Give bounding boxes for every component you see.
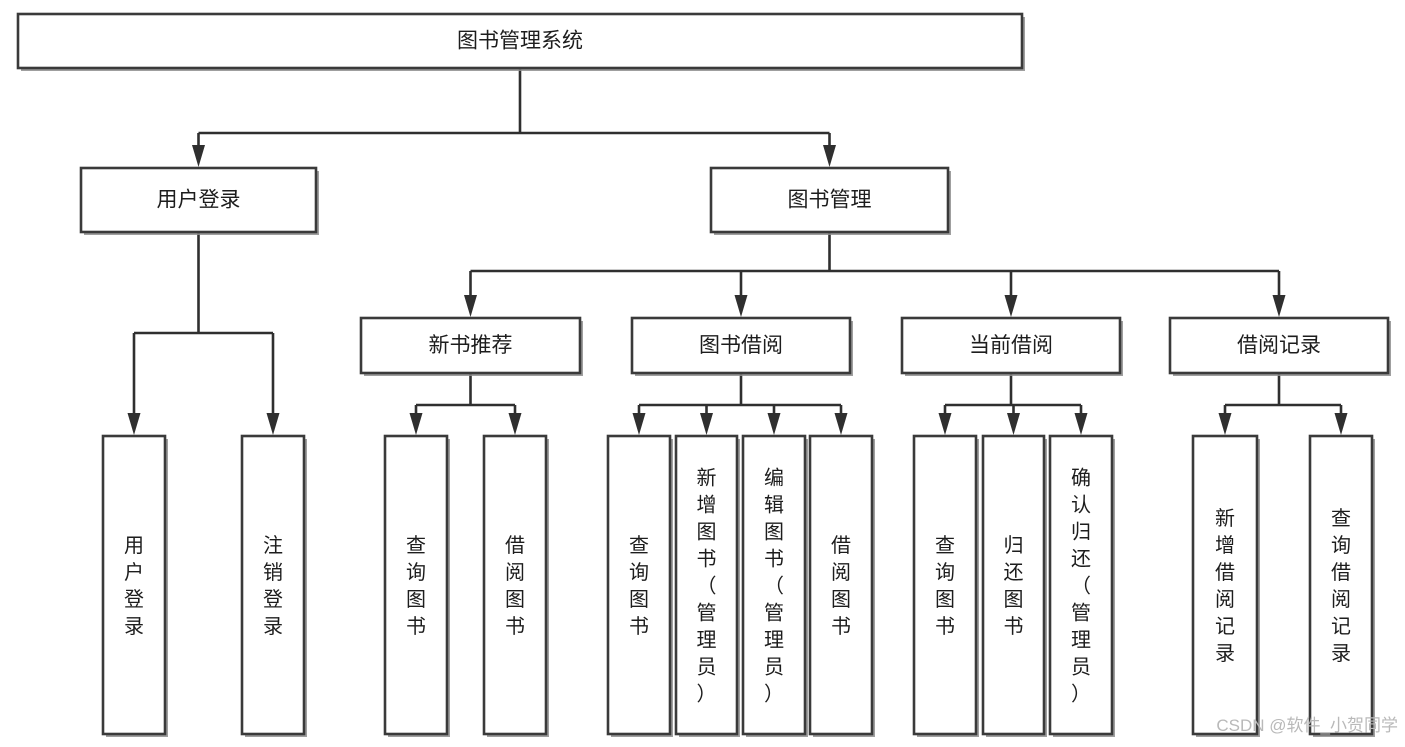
connector-group-book_manage [464,232,1286,317]
node-label-bb_add: 新增图书（管理员） [697,467,717,706]
node-label-br_add: 新增借阅记录 [1215,507,1235,665]
node-cb_query[interactable]: 查询图书 [912,434,979,737]
node-cb_return[interactable]: 归还图书 [981,434,1047,737]
connector-group-root [192,68,836,167]
node-label-current_borrow: 当前借阅 [969,334,1053,357]
node-label-nbr_query: 查询图书 [406,534,426,638]
connector-group-new_book_rec [409,373,522,435]
node-bb_query[interactable]: 查询图书 [606,434,673,737]
node-borrow_record[interactable]: 借阅记录 [1168,316,1391,376]
node-user_login[interactable]: 用户登录 [79,166,319,235]
node-bb_borrow[interactable]: 借阅图书 [808,434,875,737]
node-label-cb_query: 查询图书 [935,534,955,638]
node-label-bb_borrow: 借阅图书 [831,534,851,638]
connector-group-current_borrow [938,373,1088,435]
connector-group-user_login [127,232,280,435]
node-br_add[interactable]: 新增借阅记录 [1191,434,1260,737]
node-label-leaf_user_login: 用户登录 [124,535,144,638]
node-label-book_manage: 图书管理 [788,189,872,212]
node-label-bb_edit: 编辑图书（管理员） [764,467,784,706]
node-leaf_user_login[interactable]: 用户登录 [101,434,168,737]
node-book_manage[interactable]: 图书管理 [709,166,951,235]
csdn-watermark: CSDN @软件_小贺同学 [1216,716,1398,735]
node-bb_add[interactable]: 新增图书（管理员） [674,434,740,737]
node-label-book_borrow: 图书借阅 [699,334,783,357]
node-cb_confirm[interactable]: 确认归还（管理员） [1048,434,1115,737]
connector-layer [127,68,1348,435]
node-label-cb_return: 归还图书 [1004,534,1024,638]
node-label-borrow_record: 借阅记录 [1237,334,1321,357]
node-label-br_query: 查询借阅记录 [1331,507,1351,665]
node-nbr_query[interactable]: 查询图书 [383,434,450,737]
node-leaf_user_logout[interactable]: 注销登录 [240,434,307,737]
node-root[interactable]: 图书管理系统 [16,12,1025,71]
node-label-bb_query: 查询图书 [629,534,649,638]
node-label-root: 图书管理系统 [457,30,583,53]
node-bb_edit[interactable]: 编辑图书（管理员） [741,434,808,737]
connector-group-book_borrow [632,373,848,435]
connector-group-borrow_record [1218,373,1348,435]
node-label-nbr_borrow: 借阅图书 [505,534,525,638]
node-nbr_borrow[interactable]: 借阅图书 [482,434,549,737]
node-layer: 图书管理系统用户登录图书管理新书推荐图书借阅当前借阅借阅记录用户登录注销登录查询… [16,12,1391,737]
node-new_book_rec[interactable]: 新书推荐 [359,316,583,376]
node-label-new_book_rec: 新书推荐 [429,334,513,357]
node-book_borrow[interactable]: 图书借阅 [630,316,853,376]
node-label-user_login: 用户登录 [157,189,241,212]
node-label-leaf_user_logout: 注销登录 [263,534,283,638]
node-br_query[interactable]: 查询借阅记录 [1308,434,1375,737]
node-label-cb_confirm: 确认归还（管理员） [1071,467,1091,706]
node-current_borrow[interactable]: 当前借阅 [900,316,1123,376]
